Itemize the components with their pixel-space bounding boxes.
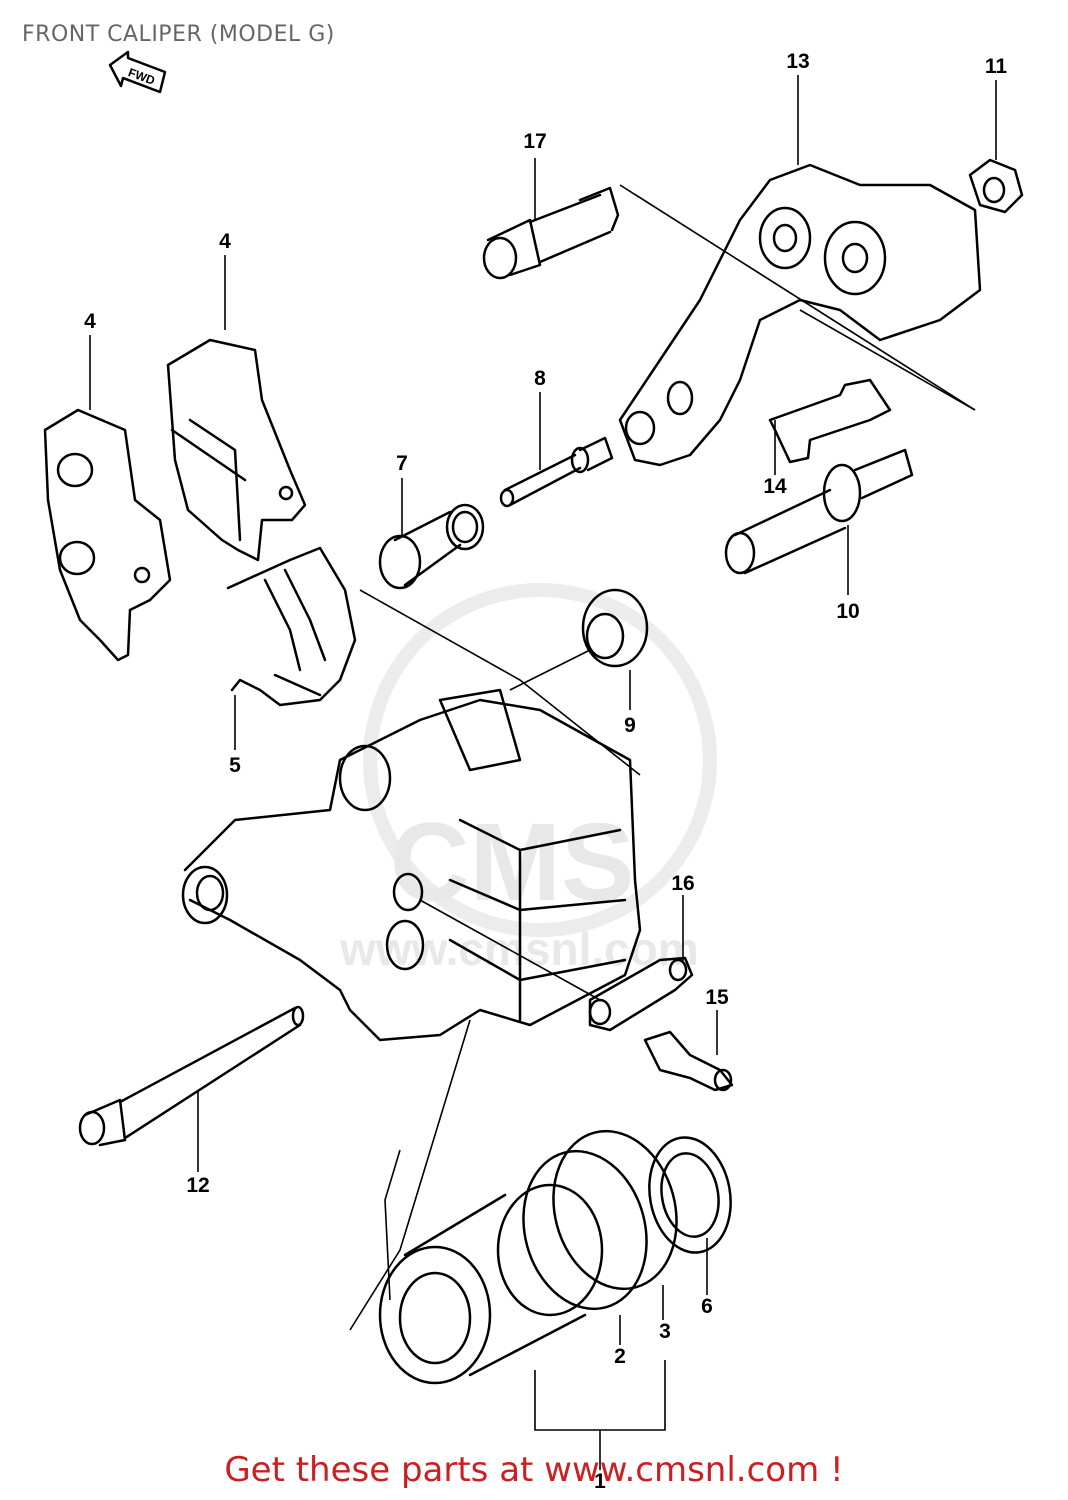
bleeder-cap-part-16 <box>588 956 694 1032</box>
bleeder-valve-part-15 <box>643 1030 734 1092</box>
diagram-title: FRONT CALIPER (MODEL G) <box>22 22 335 47</box>
callout-12: 12 <box>186 1174 209 1197</box>
bolt-part-17 <box>482 186 620 280</box>
callout-3: 3 <box>659 1320 671 1343</box>
caliper-body <box>181 688 642 1042</box>
callout-4-pad: 4 <box>219 230 231 253</box>
leader-lines <box>89 75 997 1470</box>
callout-4-shim: 4 <box>84 310 96 333</box>
callout-14: 14 <box>763 475 787 498</box>
pad-shim-part-4 <box>43 408 172 662</box>
forward-arrow-icon: FWD <box>108 50 167 94</box>
callout-16: 16 <box>671 872 694 895</box>
pad-spring-part-5 <box>226 546 357 707</box>
retainer-clip-part-14 <box>768 378 892 464</box>
callout-6: 6 <box>701 1295 713 1318</box>
callout-2: 2 <box>614 1345 626 1368</box>
boot-pin-part-7 <box>378 503 485 590</box>
callout-labels: 17 13 11 4 4 8 7 14 10 9 5 16 15 12 6 3 … <box>84 50 1007 1493</box>
watermark-logo: CMS www.cmsnl.com <box>339 583 717 975</box>
nut-part-11 <box>968 158 1024 214</box>
footer-link[interactable]: Get these parts at www.cmsnl.com ! <box>224 1450 844 1490</box>
slide-pin-part-10 <box>724 448 914 575</box>
callout-10: 10 <box>836 600 859 623</box>
retaining-ring-part-6 <box>648 1136 732 1254</box>
callout-9: 9 <box>624 714 636 737</box>
piston-seal-part-2 <box>522 1149 648 1311</box>
callout-7: 7 <box>396 452 408 475</box>
assembly-lines <box>349 184 976 1331</box>
seal-part-9 <box>581 588 649 668</box>
callout-1: 1 <box>594 1470 606 1493</box>
pad-pin-part-12 <box>78 1005 305 1147</box>
dust-seal-part-3 <box>552 1129 678 1291</box>
callout-8: 8 <box>534 367 546 390</box>
caliper-bracket-part-13 <box>618 163 982 467</box>
slide-pin-part-8 <box>499 436 614 508</box>
callout-15: 15 <box>705 986 729 1009</box>
brake-pad-part-4 <box>166 338 307 562</box>
callout-5: 5 <box>229 754 241 777</box>
callout-13: 13 <box>786 50 809 73</box>
piston-part-1 <box>378 1183 604 1385</box>
callout-11: 11 <box>985 55 1008 78</box>
callout-17: 17 <box>523 130 546 153</box>
